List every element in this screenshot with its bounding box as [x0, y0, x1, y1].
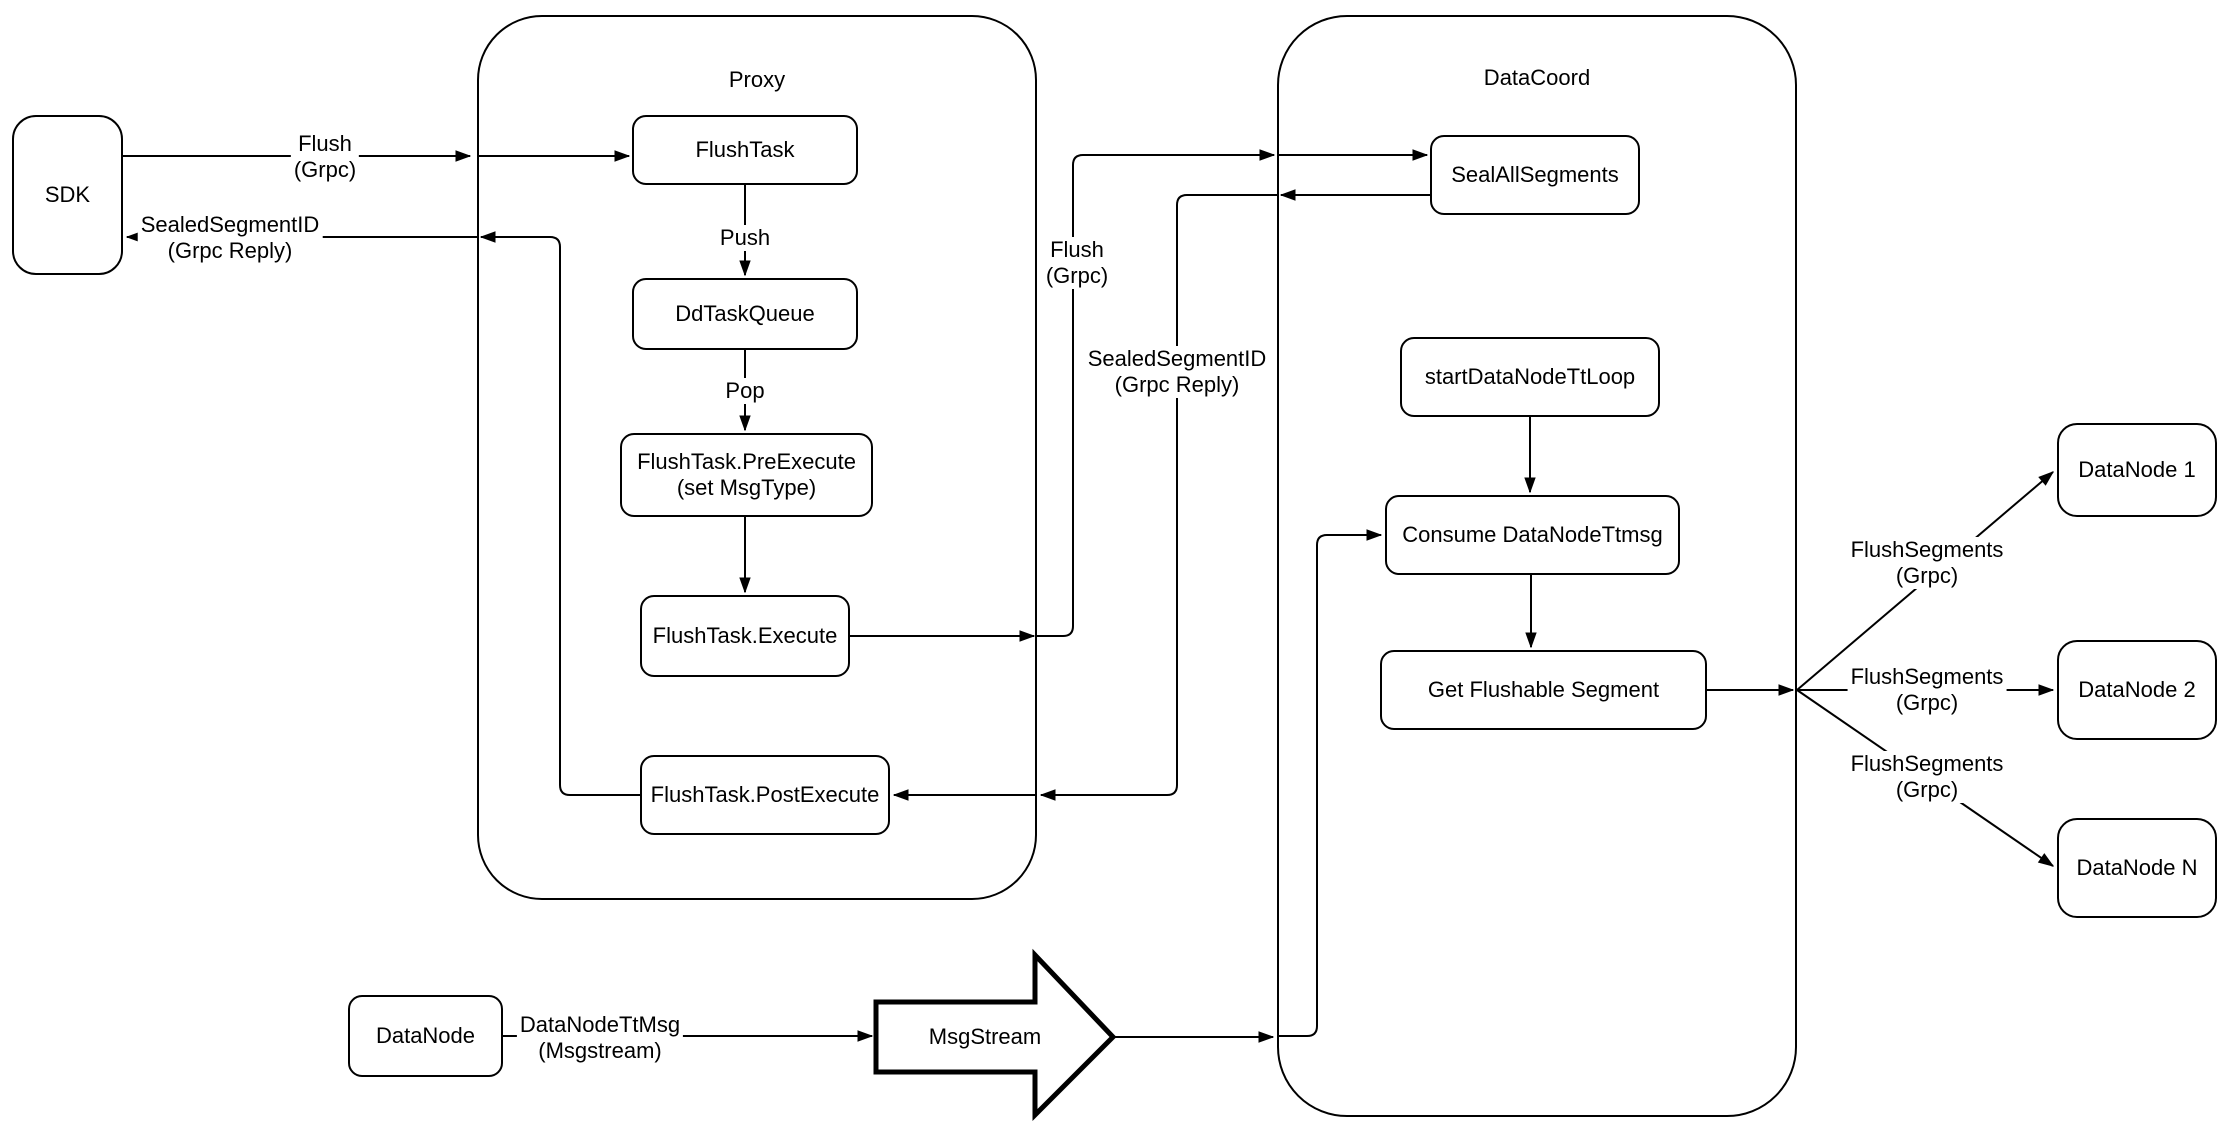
label-flushsegments-1: FlushSegments (Grpc) — [1847, 537, 2007, 589]
edge-reply-to-proxy-edge — [481, 237, 640, 796]
datacoord-title: DataCoord — [1483, 65, 1591, 90]
label-sealedsegmentid-sdk: SealedSegmentID (Grpc Reply) — [137, 212, 323, 264]
node-flushtask-postexecute: FlushTask.PostExecute — [640, 755, 890, 835]
datacoord-container — [1277, 15, 1797, 1117]
edge-sealed-to-proxy-edge — [1041, 194, 1277, 795]
msgstream-label: MsgStream — [928, 1024, 1042, 1049]
edge-msgstream-to-consume — [1277, 535, 1381, 1037]
node-get-flushable-segment: Get Flushable Segment — [1380, 650, 1707, 730]
label-flush-grpc-mid: Flush (Grpc) — [1042, 237, 1112, 289]
msgstream-arrow-shape — [873, 948, 1117, 1122]
node-consume-datanodettmsg: Consume DataNodeTtmsg — [1385, 495, 1680, 575]
node-sealallsegments: SealAllSegments — [1430, 135, 1640, 215]
label-flush-grpc-sdk: Flush (Grpc) — [290, 131, 360, 183]
edge-flush-to-datacoord-edge — [1037, 155, 1274, 637]
label-flushsegments-2: FlushSegments (Grpc) — [1847, 664, 2007, 716]
node-datanode-n: DataNode N — [2057, 818, 2217, 918]
node-startdatanodettloop: startDataNodeTtLoop — [1400, 337, 1660, 417]
proxy-title: Proxy — [728, 67, 786, 92]
node-datanode-bottom: DataNode — [348, 995, 503, 1077]
node-sdk: SDK — [12, 115, 123, 275]
label-flushsegments-3: FlushSegments (Grpc) — [1847, 751, 2007, 803]
label-push: Push — [716, 225, 774, 251]
proxy-container — [477, 15, 1037, 900]
node-ddtaskqueue: DdTaskQueue — [632, 278, 858, 350]
node-datanode-2: DataNode 2 — [2057, 640, 2217, 740]
node-flushtask-preexecute: FlushTask.PreExecute (set MsgType) — [620, 433, 873, 517]
label-sealedsegmentid-mid: SealedSegmentID (Grpc Reply) — [1084, 346, 1270, 398]
label-pop: Pop — [722, 378, 768, 404]
label-datanodettmsg: DataNodeTtMsg (Msgstream) — [516, 1012, 684, 1064]
node-flushtask: FlushTask — [632, 115, 858, 185]
node-datanode-1: DataNode 1 — [2057, 423, 2217, 517]
node-flushtask-execute: FlushTask.Execute — [640, 595, 850, 677]
